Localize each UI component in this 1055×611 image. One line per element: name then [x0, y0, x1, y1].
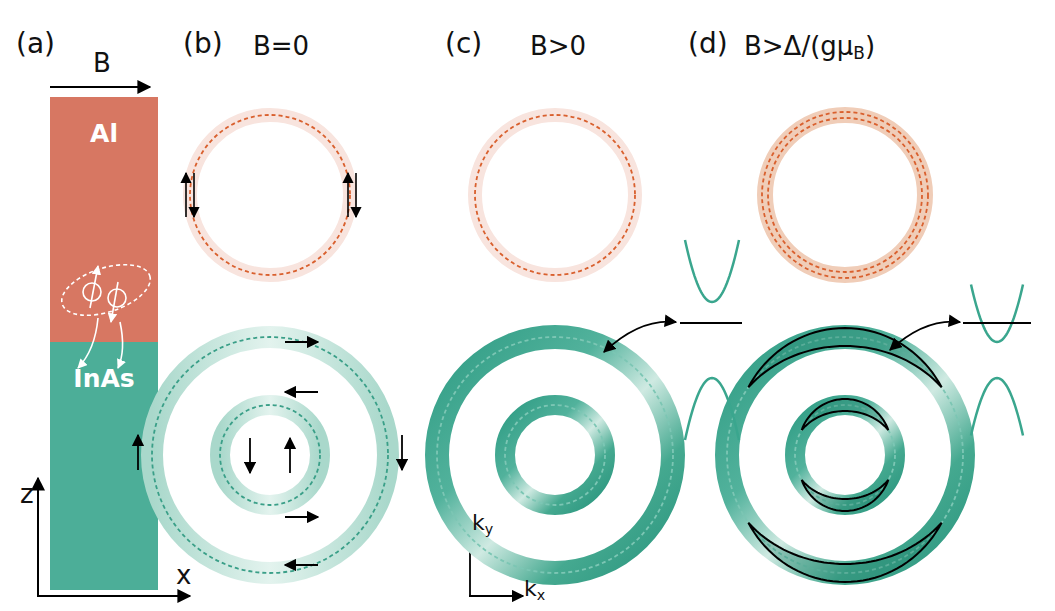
fermi-surface — [190, 115, 350, 275]
leader-arrow — [890, 322, 960, 350]
axis-label: z — [20, 481, 34, 507]
tunnel-arrow — [118, 322, 123, 368]
panel-title: (c) — [445, 30, 482, 58]
axis-arrow — [469, 595, 523, 597]
fermi-level — [680, 322, 742, 324]
spin-arrow — [355, 173, 357, 217]
inas-band — [437, 337, 673, 573]
spin-arrow — [111, 282, 118, 322]
axis-label: kx — [524, 578, 545, 602]
fermi-surface — [505, 405, 605, 505]
axis-label: ky — [472, 512, 493, 536]
inas-band — [220, 405, 320, 505]
arrow — [285, 341, 318, 343]
cooper-pair — [55, 255, 156, 325]
fermi-surface — [152, 337, 388, 573]
layer-label: Al — [50, 119, 158, 148]
panel-label: (a) — [16, 30, 55, 58]
fermi-surface — [475, 115, 635, 275]
al-band — [190, 115, 350, 275]
inas-band — [505, 405, 605, 505]
fermi-surface — [437, 337, 673, 573]
arrow — [285, 391, 318, 393]
spin-arrow — [90, 266, 98, 308]
al-band — [765, 115, 925, 275]
fermi-pocket — [748, 328, 941, 387]
panel-title: B>Δ/(gμB) — [744, 33, 875, 62]
fermi-surface — [768, 118, 922, 272]
arrow — [249, 438, 251, 473]
band-curve — [685, 378, 739, 440]
fermi-surface — [220, 405, 320, 505]
arrow — [289, 438, 291, 473]
field-arrow — [50, 86, 150, 88]
fermi-pocket — [748, 523, 941, 582]
al-band — [475, 115, 635, 275]
panel-title: B>0 — [530, 33, 586, 59]
arrow — [285, 516, 318, 518]
spin-arrow — [185, 173, 187, 217]
spin-arrow — [193, 173, 195, 217]
layer-label: InAs — [50, 364, 158, 393]
al-layer — [50, 97, 158, 342]
axis-label: x — [176, 562, 191, 588]
fermi-surface — [762, 112, 928, 278]
arrow — [137, 435, 139, 470]
band-curve — [971, 285, 1023, 342]
fermi-pocket — [802, 480, 889, 511]
tunnel-arrow — [78, 318, 98, 368]
leader-arrow — [604, 322, 676, 352]
panel-title: B=0 — [253, 33, 309, 59]
spin-arrow — [347, 173, 349, 217]
panel-label: (b) — [183, 30, 223, 58]
al-layer-box: Al — [50, 97, 158, 342]
axis-arrow — [37, 478, 39, 596]
arrow — [285, 564, 318, 566]
axis-arrow — [37, 595, 190, 597]
field-label: B — [93, 50, 111, 76]
inas-layer-box: InAs — [50, 342, 158, 590]
band-curve — [685, 240, 739, 302]
fermi-pocket — [802, 399, 889, 430]
band-curve — [971, 378, 1023, 435]
inas-band — [152, 337, 388, 573]
arrow — [401, 435, 403, 470]
panel-label: (d) — [688, 30, 728, 58]
fermi-level — [963, 322, 1031, 324]
